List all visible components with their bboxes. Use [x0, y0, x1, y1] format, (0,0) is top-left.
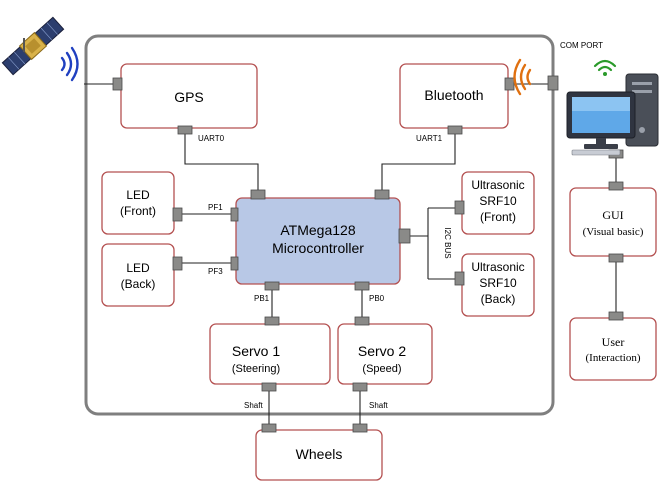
port-us-front: [454, 200, 465, 215]
port-us-back: [454, 271, 465, 286]
uart1-label: UART1: [416, 134, 443, 143]
mcu-label-line1: ATMega128: [280, 222, 355, 238]
port-user-top: [608, 311, 624, 321]
servo1-block: Servo 1 (Steering): [209, 323, 331, 385]
connector-ports: [112, 75, 624, 433]
gui-line2: (Visual basic): [583, 226, 644, 238]
uart0-label: UART0: [198, 134, 225, 143]
shaft-left-label: Shaft: [244, 401, 263, 410]
robot-enclosure: [84, 34, 555, 416]
gps-block: GPS: [120, 63, 258, 129]
port-mcu-pf1: [230, 207, 239, 222]
port-bt-bottom: [447, 125, 463, 135]
servo2-block: Servo 2 (Speed): [337, 323, 433, 385]
us-front-line1: Ultrasonic: [471, 178, 524, 192]
port-wheels-right: [352, 423, 368, 433]
wheels-label: Wheels: [296, 446, 343, 462]
bluetooth-block: Bluetooth: [399, 63, 509, 129]
bluetooth-signal-icon: [513, 58, 532, 96]
port-led-back: [172, 256, 183, 271]
mcu-label-line2: Microcontroller: [272, 240, 364, 256]
port-wheels-left: [261, 423, 277, 433]
bluetooth-label: Bluetooth: [424, 87, 483, 103]
port-gps-left: [112, 77, 123, 91]
us-back-line2: SRF10: [479, 276, 517, 290]
port-led-front: [172, 207, 183, 222]
ultrasonic-back-block: Ultrasonic SRF10 (Back): [461, 253, 535, 317]
port-servo2-bottom: [352, 382, 368, 392]
user-line1: User: [602, 335, 625, 349]
us-front-line3: (Front): [480, 210, 516, 224]
desktop-computer-icon: [566, 59, 659, 156]
port-mcu-uart1: [374, 189, 390, 200]
servo2-line2: (Speed): [362, 363, 401, 375]
pb1-label: PB1: [254, 294, 270, 303]
port-servo1-bottom: [261, 382, 277, 392]
gps-label: GPS: [174, 89, 204, 105]
us-back-line1: Ultrasonic: [471, 260, 524, 274]
ultrasonic-front-block: Ultrasonic SRF10 (Front): [461, 171, 535, 235]
wheels-block: Wheels: [255, 429, 383, 481]
i2c-bus-label: I2C BUS: [443, 227, 452, 258]
gui-block: GUI (Visual basic): [569, 187, 657, 257]
led-front-line2: (Front): [120, 204, 156, 218]
pf1-label: PF1: [208, 203, 223, 212]
satellite-icon: [1, 16, 65, 76]
port-mcu-pf3: [230, 256, 239, 271]
port-mcu-pb0: [354, 281, 370, 291]
port-gui-bottom: [608, 253, 624, 263]
shaft-right-label: Shaft: [369, 401, 388, 410]
connection-labels: UART0 UART1 PF1 PF3 I2C BUS PB1 PB0 Shaf…: [198, 41, 603, 410]
servo1-line1: Servo 1: [232, 343, 280, 359]
led-back-line2: (Back): [121, 277, 156, 291]
servo1-line2: (Steering): [232, 363, 280, 375]
port-gui-top: [608, 181, 624, 191]
port-com: [547, 75, 559, 91]
led-front-line1: LED: [126, 188, 150, 202]
led-back-block: LED (Back): [101, 243, 175, 307]
com-port-label: COM PORT: [560, 41, 603, 50]
gui-line1: GUI: [602, 208, 623, 222]
port-servo2-top: [354, 316, 370, 326]
led-back-line1: LED: [126, 261, 150, 275]
pf3-label: PF3: [208, 267, 223, 276]
port-mcu-i2c: [398, 228, 411, 244]
port-gps-bottom: [177, 125, 193, 135]
user-block: User (Interaction): [569, 317, 657, 381]
wireless-signal-icon: [60, 46, 79, 82]
microcontroller-block: ATMega128 Microcontroller: [235, 197, 401, 285]
port-mcu-pb1: [264, 281, 280, 291]
us-front-line2: SRF10: [479, 194, 517, 208]
pb0-label: PB0: [369, 294, 385, 303]
port-bt-right: [504, 77, 515, 91]
port-servo1-top: [264, 316, 280, 326]
us-back-line3: (Back): [481, 292, 516, 306]
servo2-line1: Servo 2: [358, 343, 406, 359]
port-mcu-uart0: [250, 189, 266, 200]
led-front-block: LED (Front): [101, 171, 175, 235]
user-line2: (Interaction): [586, 352, 641, 364]
